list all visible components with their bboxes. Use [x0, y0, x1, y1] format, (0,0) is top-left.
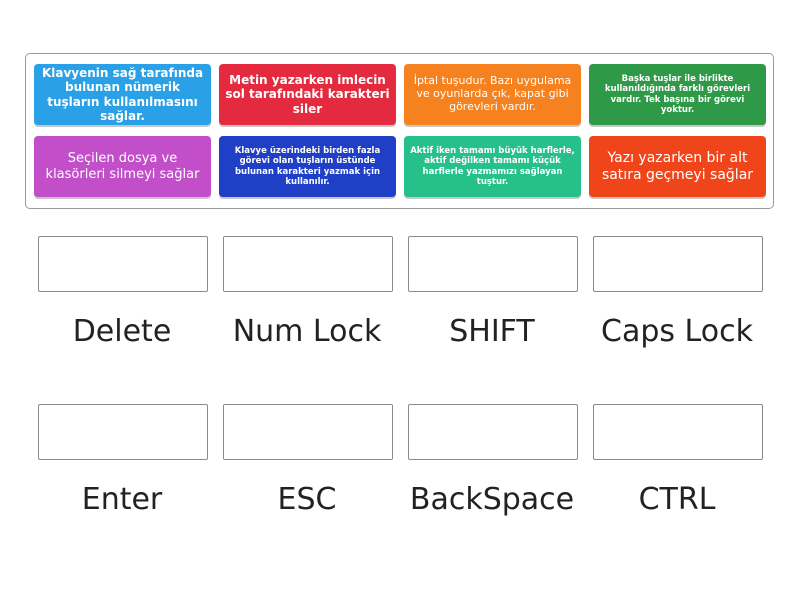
answer-card-capslock-desc[interactable]: Aktif iken tamamı büyük harflerle, aktif…	[404, 136, 581, 197]
drop-slot-numlock[interactable]	[223, 236, 393, 292]
answer-card-delete-desc[interactable]: Seçilen dosya ve klasörleri silmeyi sağl…	[34, 136, 211, 197]
answer-card-shift-desc[interactable]: Klavye üzerindeki birden fazla görevi ol…	[219, 136, 396, 197]
target-label-numlock: Num Lock	[232, 314, 382, 349]
answer-card-esc-desc[interactable]: İptal tuşudur. Bazı uygulama ve oyunlard…	[404, 64, 581, 125]
drop-slot-backspace[interactable]	[408, 404, 578, 460]
card-tray: Klavyenin sağ tarafında bulunan nümerik …	[25, 53, 774, 209]
target-label-capslock: Caps Lock	[601, 314, 753, 349]
answer-card-backspace-desc[interactable]: Metin yazarken imlecin sol tarafındaki k…	[219, 64, 396, 125]
answer-card-enter-desc[interactable]: Yazı yazarken bir alt satıra geçmeyi sağ…	[589, 136, 766, 197]
drop-slot-shift[interactable]	[408, 236, 578, 292]
target-label-backspace: BackSpace	[409, 482, 575, 517]
answer-card-numlock-desc[interactable]: Klavyenin sağ tarafında bulunan nümerik …	[34, 64, 211, 125]
drop-slot-enter[interactable]	[38, 404, 208, 460]
drop-slot-esc[interactable]	[223, 404, 393, 460]
target-label-esc: ESC	[277, 482, 337, 517]
drop-slot-capslock[interactable]	[593, 236, 763, 292]
target-label-delete: Delete	[72, 314, 172, 349]
target-label-ctrl: CTRL	[638, 482, 716, 517]
target-label-shift: SHIFT	[449, 314, 535, 349]
drop-slot-ctrl[interactable]	[593, 404, 763, 460]
target-label-enter: Enter	[81, 482, 163, 517]
drop-slot-delete[interactable]	[38, 236, 208, 292]
answer-card-ctrl-desc[interactable]: Başka tuşlar ile birlikte kullanıldığınd…	[589, 64, 766, 125]
